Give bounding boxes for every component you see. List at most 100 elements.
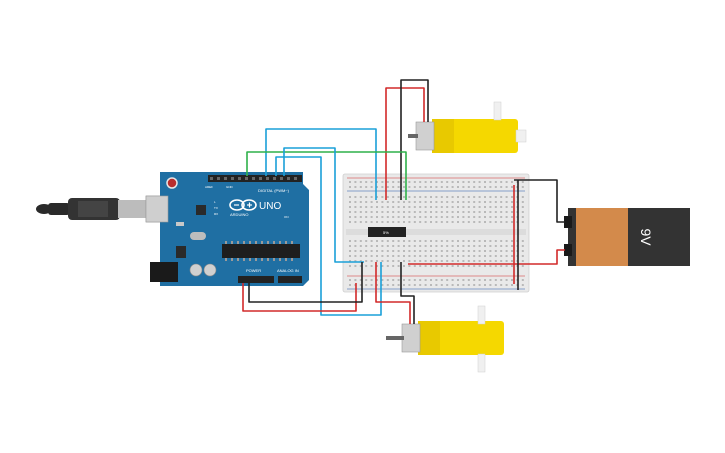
breadboard-hole[interactable]: [478, 221, 481, 223]
breadboard-hole[interactable]: [359, 206, 362, 208]
breadboard-hole[interactable]: [376, 245, 378, 247]
breadboard-hole[interactable]: [419, 196, 422, 198]
breadboard-hole[interactable]: [505, 250, 508, 252]
breadboard-hole[interactable]: [511, 245, 513, 247]
breadboard-hole[interactable]: [440, 240, 443, 242]
breadboard-hole[interactable]: [413, 250, 416, 252]
breadboard-hole[interactable]: [365, 221, 368, 223]
breadboard-hole[interactable]: [435, 206, 438, 208]
breadboard-hole[interactable]: [494, 250, 497, 252]
breadboard-hole[interactable]: [376, 196, 378, 198]
wire-red[interactable]: [242, 283, 357, 312]
breadboard-hole[interactable]: [457, 265, 459, 267]
breadboard-hole[interactable]: [457, 255, 459, 257]
breadboard-hole[interactable]: [424, 245, 427, 247]
breadboard-hole[interactable]: [365, 201, 368, 203]
breadboard-hole[interactable]: [489, 245, 492, 247]
breadboard-hole[interactable]: [397, 186, 400, 188]
breadboard-hole[interactable]: [370, 216, 373, 218]
breadboard-hole[interactable]: [494, 196, 497, 198]
breadboard-hole[interactable]: [511, 255, 513, 257]
breadboard-hole[interactable]: [381, 279, 384, 281]
breadboard-hole[interactable]: [451, 211, 454, 213]
breadboard-hole[interactable]: [381, 245, 384, 247]
breadboard-hole[interactable]: [478, 216, 481, 218]
breadboard-hole[interactable]: [489, 221, 492, 223]
breadboard-hole[interactable]: [386, 216, 389, 218]
breadboard-hole[interactable]: [349, 206, 351, 208]
breadboard-hole[interactable]: [446, 186, 449, 188]
breadboard-hole[interactable]: [408, 284, 411, 286]
breadboard-hole[interactable]: [446, 260, 449, 262]
breadboard-hole[interactable]: [397, 250, 400, 252]
breadboard-hole[interactable]: [397, 201, 400, 203]
breadboard-hole[interactable]: [440, 211, 443, 213]
breadboard-hole[interactable]: [500, 221, 503, 223]
breadboard-hole[interactable]: [484, 196, 486, 198]
breadboard-hole[interactable]: [403, 279, 405, 281]
breadboard-hole[interactable]: [446, 216, 449, 218]
wire-black[interactable]: [514, 179, 565, 223]
breadboard-hole[interactable]: [489, 206, 492, 208]
breadboard-hole[interactable]: [408, 181, 411, 183]
breadboard-hole[interactable]: [451, 245, 454, 247]
breadboard-hole[interactable]: [424, 260, 427, 262]
breadboard-hole[interactable]: [446, 240, 449, 242]
breadboard-hole[interactable]: [478, 201, 481, 203]
breadboard-hole[interactable]: [381, 196, 384, 198]
breadboard-hole[interactable]: [370, 181, 373, 183]
breadboard-hole[interactable]: [511, 206, 513, 208]
breadboard-hole[interactable]: [386, 221, 389, 223]
breadboard-hole[interactable]: [365, 206, 368, 208]
breadboard-hole[interactable]: [349, 221, 351, 223]
breadboard-hole[interactable]: [435, 260, 438, 262]
breadboard-hole[interactable]: [359, 279, 362, 281]
breadboard-hole[interactable]: [521, 216, 524, 218]
breadboard-hole[interactable]: [392, 206, 395, 208]
breadboard-hole[interactable]: [365, 250, 368, 252]
dc-motor-top[interactable]: [408, 101, 527, 153]
breadboard-hole[interactable]: [381, 260, 384, 262]
breadboard-hole[interactable]: [349, 260, 351, 262]
breadboard-hole[interactable]: [419, 221, 422, 223]
breadboard-hole[interactable]: [462, 201, 465, 203]
breadboard-hole[interactable]: [451, 201, 454, 203]
breadboard-hole[interactable]: [484, 186, 486, 188]
breadboard-hole[interactable]: [457, 245, 459, 247]
breadboard-hole[interactable]: [386, 250, 389, 252]
breadboard-hole[interactable]: [349, 196, 351, 198]
breadboard-hole[interactable]: [500, 265, 503, 267]
breadboard-hole[interactable]: [359, 211, 362, 213]
breadboard-hole[interactable]: [419, 250, 422, 252]
breadboard-hole[interactable]: [457, 206, 459, 208]
breadboard-hole[interactable]: [462, 265, 465, 267]
breadboard-hole[interactable]: [462, 216, 465, 218]
breadboard-hole[interactable]: [478, 265, 481, 267]
breadboard-hole[interactable]: [354, 265, 357, 267]
breadboard-hole[interactable]: [500, 250, 503, 252]
breadboard-hole[interactable]: [430, 206, 432, 208]
breadboard-hole[interactable]: [424, 279, 427, 281]
breadboard-hole[interactable]: [457, 284, 459, 286]
breadboard-hole[interactable]: [386, 211, 389, 213]
breadboard-hole[interactable]: [386, 245, 389, 247]
breadboard-hole[interactable]: [376, 240, 378, 242]
breadboard-hole[interactable]: [386, 284, 389, 286]
breadboard-hole[interactable]: [408, 279, 411, 281]
breadboard-hole[interactable]: [457, 279, 459, 281]
breadboard-hole[interactable]: [392, 211, 395, 213]
breadboard-hole[interactable]: [462, 196, 465, 198]
breadboard-hole[interactable]: [365, 279, 368, 281]
breadboard-hole[interactable]: [489, 265, 492, 267]
breadboard-hole[interactable]: [424, 206, 427, 208]
breadboard-hole[interactable]: [403, 284, 405, 286]
breadboard-hole[interactable]: [413, 240, 416, 242]
breadboard-hole[interactable]: [359, 250, 362, 252]
breadboard-hole[interactable]: [451, 265, 454, 267]
breadboard-hole[interactable]: [484, 250, 486, 252]
breadboard-hole[interactable]: [419, 279, 422, 281]
breadboard-hole[interactable]: [435, 211, 438, 213]
breadboard-hole[interactable]: [511, 265, 513, 267]
breadboard-hole[interactable]: [403, 216, 405, 218]
breadboard-hole[interactable]: [392, 279, 395, 281]
